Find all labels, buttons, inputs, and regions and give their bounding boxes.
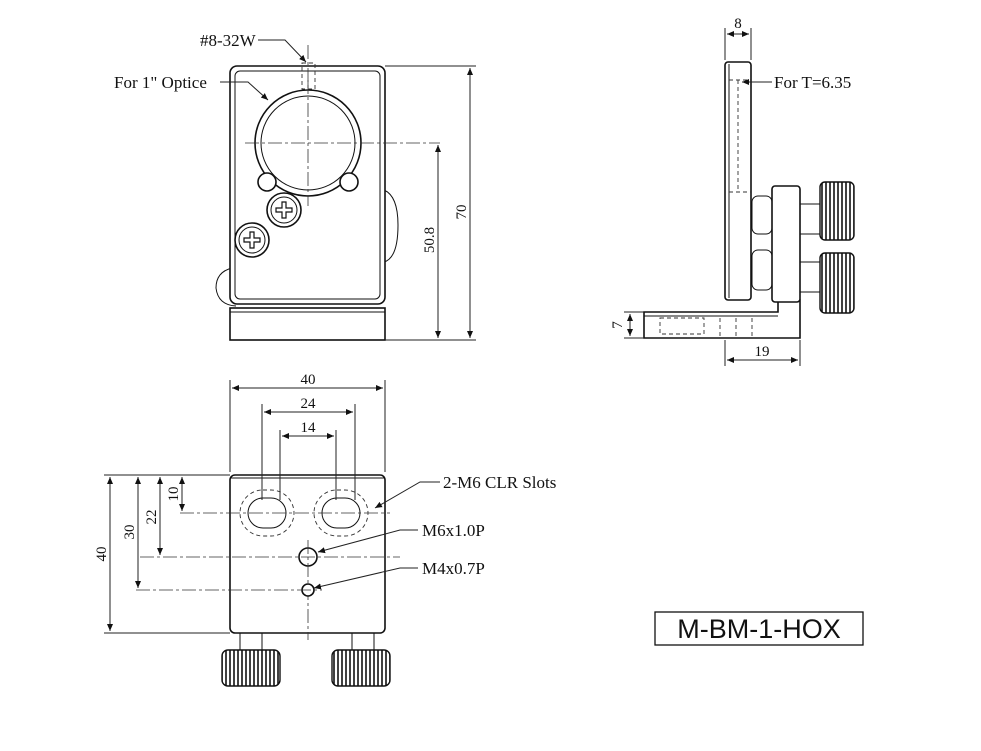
dim-slot-inner: 14 (301, 420, 317, 436)
thickness-callout: For T=6.35 (774, 73, 851, 92)
dim-m4-offset: 30 (122, 525, 138, 540)
knurled-knob-icon (331, 649, 391, 687)
dim-m6-offset: 22 (144, 510, 160, 525)
side-view: 8 For T=6.35 7 19 (610, 16, 855, 366)
knurled-knob-icon (221, 649, 281, 687)
phillips-screw-icon (266, 192, 302, 228)
part-number: M-BM-1-HOX (677, 614, 841, 644)
dim-slot-span: 24 (301, 396, 317, 412)
phillips-screw-icon (234, 222, 270, 258)
front-view: #8-32W For 1" Optice 70 50.8 (114, 31, 476, 341)
dim-center-height: 50.8 (422, 227, 438, 253)
dim-side-depth: 19 (755, 344, 770, 360)
part-number-box: M-BM-1-HOX (654, 611, 864, 646)
m6-callout: M6x1.0P (422, 521, 485, 540)
dim-base-width: 40 (301, 372, 316, 388)
dim-base-thickness: 7 (610, 321, 626, 329)
knurled-knob-icon (819, 252, 855, 314)
front-base (229, 307, 386, 341)
knurled-knob-icon (819, 181, 855, 241)
dim-front-height: 70 (454, 205, 470, 220)
dim-slot-offset: 10 (166, 487, 182, 502)
tap-callout: #8-32W (200, 31, 257, 50)
bottom-view: 40 24 14 40 30 22 10 2-M6 CLR Slots M6x1… (94, 372, 556, 687)
slots-callout: 2-M6 CLR Slots (443, 473, 556, 492)
dim-base-depth: 40 (94, 547, 110, 562)
m4-callout: M4x0.7P (422, 559, 485, 578)
dim-side-width: 8 (734, 16, 742, 32)
side-base (643, 299, 801, 339)
optic-callout: For 1" Optice (114, 73, 207, 92)
